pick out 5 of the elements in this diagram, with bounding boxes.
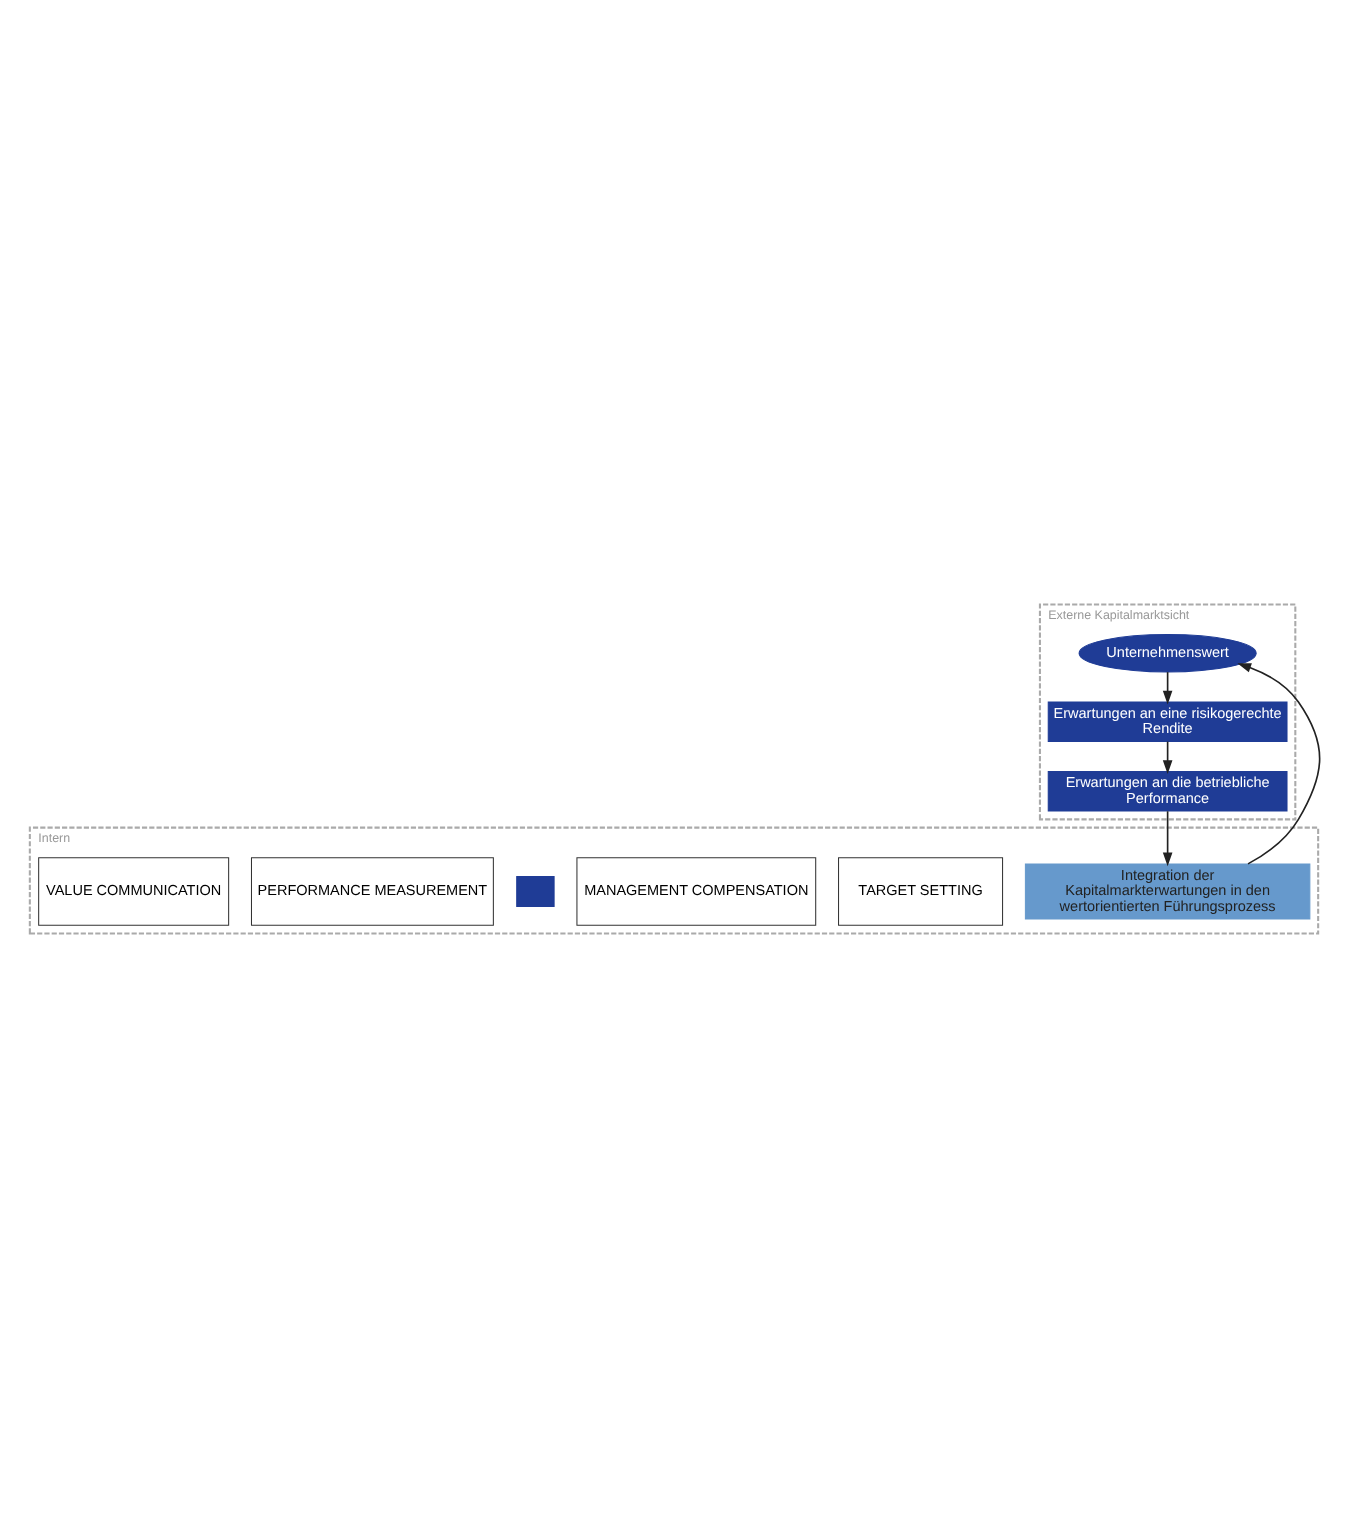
arrow — [1162, 671, 1173, 705]
arrow — [1162, 740, 1173, 775]
arrow — [1162, 810, 1173, 867]
node-box — [516, 875, 555, 908]
arrow — [1237, 663, 1321, 865]
